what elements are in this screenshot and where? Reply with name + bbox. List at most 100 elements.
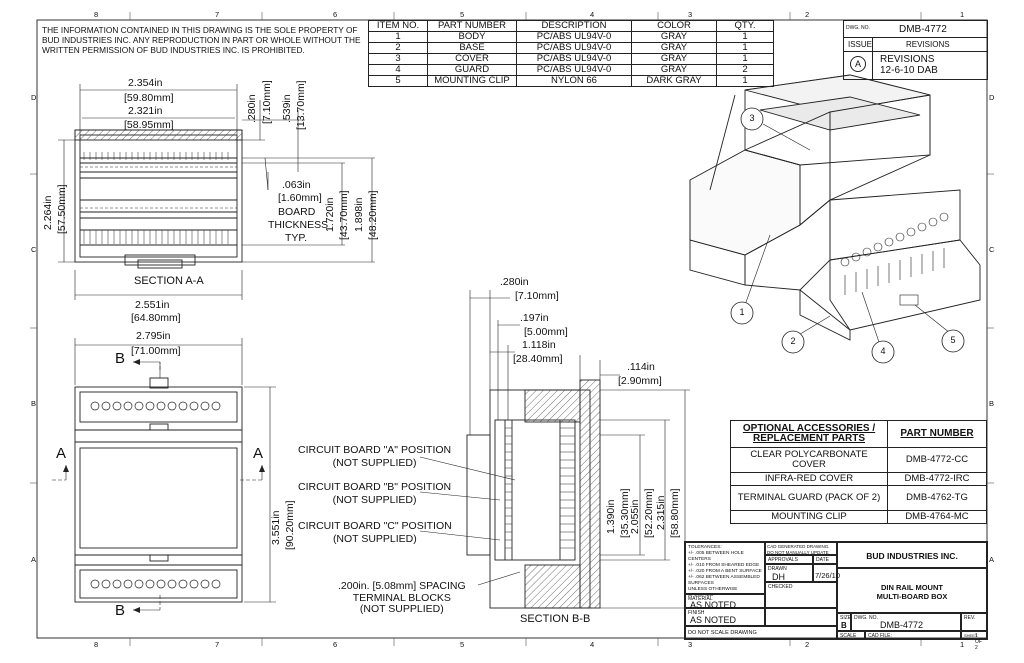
dim-text: [28.40mm] (513, 353, 563, 365)
revisions-header-row: ISSUE REVISIONS (844, 37, 987, 79)
rev-cell: REV. (961, 613, 987, 631)
drawn-date-cell: 7/26/10 (813, 564, 840, 582)
bom-header: PART NUMBER (427, 20, 517, 32)
cad-note: CAD GENERATED DRAWING. DO NOT MANUALLY U… (765, 542, 837, 555)
date-label: DATE (816, 557, 829, 563)
material-cell: MATERIAL AS NOTED (685, 594, 765, 610)
callout-line: (NOT SUPPLIED) (332, 493, 417, 506)
accessories-row: INFRA-RED COVER DMB-4772-IRC (730, 472, 987, 486)
bom-cell: 2 (368, 42, 428, 54)
front-view-arrows (63, 359, 265, 613)
dim-text-vertical: 2.264in (42, 195, 54, 230)
dim-text: [1.60mm] (278, 192, 322, 204)
zone-number: 1 (960, 10, 965, 19)
dim-text-vertical: 2.315in (655, 495, 667, 530)
section-cut-label: A (56, 445, 67, 462)
bom-cell: PC/ABS UL94V-0 (516, 53, 632, 65)
zone-number: 3 (688, 640, 693, 649)
zone-letter: D (31, 93, 37, 102)
bom-cell: 1 (716, 75, 774, 87)
size-cell: SIZE B (837, 613, 851, 631)
checked-cell: CHECKED (765, 582, 837, 608)
bom-cell: GUARD (427, 64, 517, 76)
balloon-number: 5 (950, 335, 956, 345)
callout-line: CIRCUIT BOARD "A" POSITION (298, 444, 452, 456)
issue-label: ISSUE (848, 40, 873, 49)
bom-cell: GRAY (631, 42, 717, 54)
accessories-header: OPTIONAL ACCESSORIES / REPLACEMENT PARTS (730, 420, 888, 448)
material-label: MATERIAL (688, 596, 713, 602)
section-cut-label: A (253, 445, 264, 462)
dim-text-vertical: 3.551in (270, 510, 282, 545)
revisions-block: DWG. NO. DMB-4772 ISSUE REVISIONS A REVI… (843, 20, 988, 80)
dim-text-vertical: 1.720in (324, 197, 336, 232)
tolerance-line: TOLERANCES: (688, 545, 722, 550)
callout-line: .200in. [5.08mm] SPACING (338, 580, 466, 592)
dim-text: 2.795in (136, 330, 171, 342)
zone-number: 4 (590, 10, 595, 19)
dim-text: .280in (500, 276, 529, 288)
zone-number: 8 (94, 10, 99, 19)
blank-approval-cell (765, 608, 837, 626)
bom-cell: 1 (716, 53, 774, 65)
material-value: AS NOTED (690, 600, 737, 610)
bom-cell: 5 (368, 75, 428, 87)
bom-header: ITEM NO. (368, 20, 428, 32)
accessory-part-number: DMB-4772-IRC (887, 472, 987, 486)
tolerance-line: +/- .020 FROM A BENT SURFACE (688, 569, 762, 574)
proprietary-notice: THE INFORMATION CONTAINED IN THIS DRAWIN… (42, 25, 361, 55)
bom-cell: PC/ABS UL94V-0 (516, 31, 632, 43)
zone-letter: B (989, 399, 995, 408)
callout-line: TERMINAL BLOCKS (352, 591, 451, 604)
accessory-part-number: DMB-4762-TG (887, 485, 987, 511)
dim-text-vertical: [13.70mm] (295, 80, 307, 130)
bom-cell: PC/ABS UL94V-0 (516, 42, 632, 54)
zone-number: 6 (333, 640, 338, 649)
callout-line: (NOT SUPPLIED) (359, 603, 444, 615)
section-aa-title: SECTION A-A (134, 275, 204, 287)
bom-cell: 1 (716, 31, 774, 43)
dim-text: 2.321in (128, 105, 163, 117)
zone-letter: B (31, 399, 37, 408)
zone-letter: A (31, 555, 37, 564)
sheet-cell: SHEET 1 OF 2 (961, 631, 987, 651)
dim-text-vertical: [48.20mm] (367, 190, 379, 240)
section-bb-title: SECTION B-B (520, 613, 591, 625)
tolerance-line: +/- .005 BETWEEN HOLE CENTERS (688, 551, 744, 562)
bom-cell: 2 (716, 64, 774, 76)
bom-header: DESCRIPTION (516, 20, 632, 32)
dim-text: [2.90mm] (618, 375, 662, 387)
balloon-number: 1 (739, 307, 745, 317)
title-line: DIN RAIL MOUNT (881, 583, 943, 592)
title-block: TOLERANCES: +/- .005 BETWEEN HOLE CENTER… (684, 541, 988, 651)
zone-number: 3 (688, 10, 693, 19)
finish-label: FINISH (688, 610, 705, 616)
bom-cell: NYLON 66 (516, 75, 632, 87)
section-aa-dimlines (58, 84, 375, 300)
board-thickness-note: THICKNESS (268, 219, 329, 231)
bom-cell: GRAY (631, 53, 717, 65)
drawing-title: DIN RAIL MOUNT MULTI-BOARD BOX (837, 568, 987, 613)
bom-cell: COVER (427, 53, 517, 65)
board-thickness-note: TYP. (285, 232, 307, 244)
tolerance-line: +/- .062 BETWEEN ASSEMBLED SURFACES (688, 575, 760, 586)
dim-text: .197in (520, 312, 549, 324)
zone-letter: D (989, 93, 995, 102)
dim-text: [7.10mm] (515, 290, 559, 302)
title-line: MULTI-BOARD BOX (876, 592, 948, 601)
tolerance-line: UNLESS OTHERWISE SPECIFIED (688, 587, 738, 598)
dim-text-vertical: [52.20mm] (643, 488, 655, 538)
zone-number: 7 (215, 10, 220, 19)
zone-number: 1 (960, 640, 965, 649)
dwg-no-label: DWG. NO. (846, 25, 870, 31)
revision-entry-line: REVISIONS (880, 54, 935, 65)
accessories-table: OPTIONAL ACCESSORIES / REPLACEMENT PARTS… (730, 420, 987, 524)
accessories-row: CLEAR POLYCARBONATE COVER DMB-4772-CC (730, 447, 987, 473)
bom-cell: BODY (427, 31, 517, 43)
drawn-by: DH (772, 572, 785, 582)
callout-board-b: CIRCUIT BOARD "B" POSITION (NOT SUPPLIED… (298, 482, 451, 505)
footer-dwg-no-cell: DWG. NO. DMB-4772 (851, 613, 961, 631)
